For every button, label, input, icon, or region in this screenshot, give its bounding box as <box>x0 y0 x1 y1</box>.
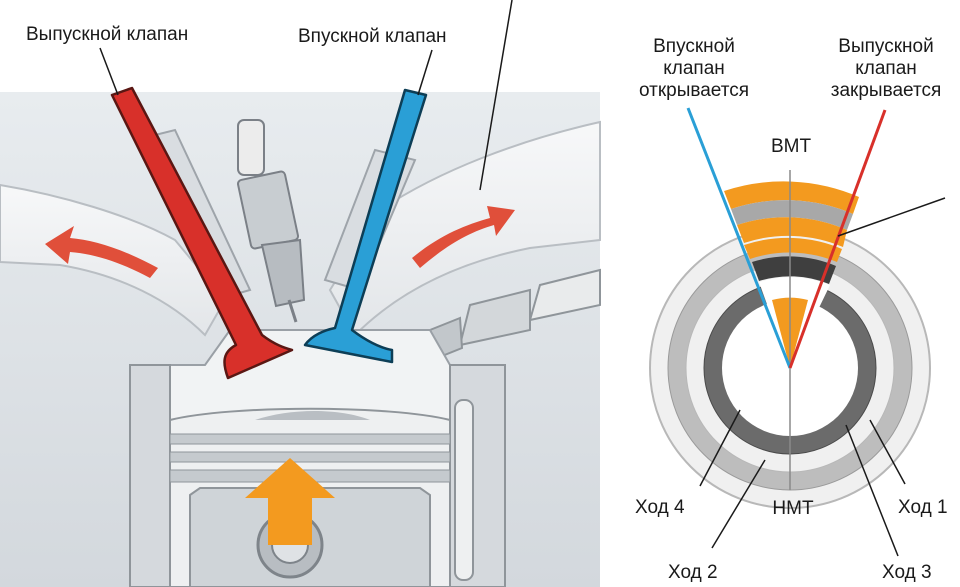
overlap-arc-gap <box>731 200 853 230</box>
exhaust-valve-label: Выпускной клапан <box>26 24 189 45</box>
overlap-arc-outer <box>724 181 859 214</box>
stroke-2-label: Ход 2 <box>668 562 718 583</box>
overlap-leader <box>837 197 946 237</box>
timing-wheel <box>649 107 931 509</box>
stroke-1-label: Ход 1 <box>898 497 948 518</box>
exhaust-valve <box>110 86 294 380</box>
intake-opens-line <box>686 107 792 369</box>
intake-valve-leader <box>417 49 433 96</box>
overlap-arc-dark <box>752 256 836 284</box>
bdc-label: НМТ <box>772 498 814 519</box>
exhaust-valve-leader <box>99 47 119 96</box>
engine-cross-section <box>0 86 601 587</box>
overlap-arc-middle <box>737 217 847 247</box>
stroke-1-leader <box>869 419 906 485</box>
intake-valve-label: Впускной клапан <box>298 26 447 47</box>
intake-valve <box>303 88 428 364</box>
exhaust-closes-line <box>788 109 887 369</box>
tdc-label: ВМТ <box>770 136 812 157</box>
piston-up-arrow-icon <box>245 458 335 545</box>
stroke-3-leader <box>845 424 899 557</box>
exhaust-closes-label: Выпускной клапан закрывается <box>830 36 942 101</box>
cylinder-wall-left <box>129 364 171 587</box>
intake-port-leader <box>479 0 513 191</box>
exhaust-flow-arrow-icon <box>45 226 158 278</box>
intake-flow-arrow-icon <box>412 206 515 268</box>
spark-plug <box>236 119 306 323</box>
stroke-2-leader <box>711 459 766 549</box>
intake-opens-label: Впускной клапан открывается <box>638 36 750 101</box>
fuel-injector <box>428 268 601 362</box>
stroke-4-leader <box>699 409 741 487</box>
stroke-4-label: Ход 4 <box>635 497 685 518</box>
stroke-3-label: Ход 3 <box>882 562 932 583</box>
